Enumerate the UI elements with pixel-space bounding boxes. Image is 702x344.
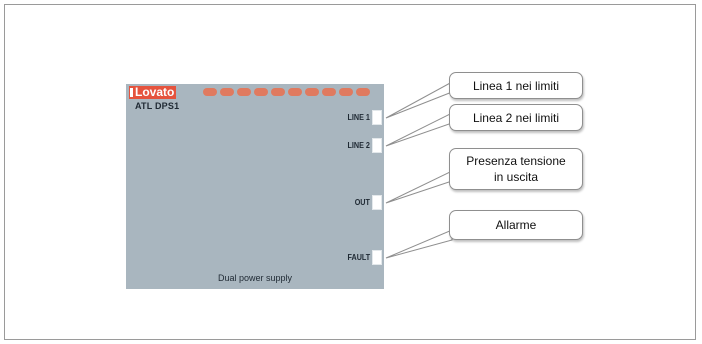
callout-out: Presenza tensione in uscita	[449, 148, 583, 190]
led-fault-icon	[372, 250, 382, 265]
dot-icon	[322, 88, 336, 96]
indicator-label-line2: LINE 2	[347, 141, 370, 150]
device-footer: Dual power supply	[217, 273, 293, 283]
dot-icon	[220, 88, 234, 96]
dot-icon	[339, 88, 353, 96]
indicator-label-fault: FAULT	[347, 253, 370, 262]
dot-icon	[254, 88, 268, 96]
dot-icon	[288, 88, 302, 96]
led-line1-icon	[372, 110, 382, 125]
callout-fault: Allarme	[449, 210, 583, 240]
callout-line1: Linea 1 nei limiti	[449, 72, 583, 99]
dot-icon	[356, 88, 370, 96]
dot-icon	[203, 88, 217, 96]
dot-icon	[305, 88, 319, 96]
dot-icon	[237, 88, 251, 96]
brand-name: Lovato	[135, 85, 175, 99]
indicator-label-out: OUT	[354, 198, 370, 207]
brand-logo: Lovato	[129, 85, 177, 99]
model-name: ATL DPS1	[135, 101, 180, 111]
led-out-icon	[372, 195, 382, 210]
decorative-dots	[203, 88, 370, 96]
led-line2-icon	[372, 138, 382, 153]
indicator-label-line1: LINE 1	[347, 113, 370, 122]
logo-mark-icon	[130, 88, 133, 97]
device-panel: Lovato ATL DPS1 LINE 1 LINE 2 OUT FAULT …	[126, 84, 384, 289]
dot-icon	[271, 88, 285, 96]
callout-line2: Linea 2 nei limiti	[449, 104, 583, 131]
